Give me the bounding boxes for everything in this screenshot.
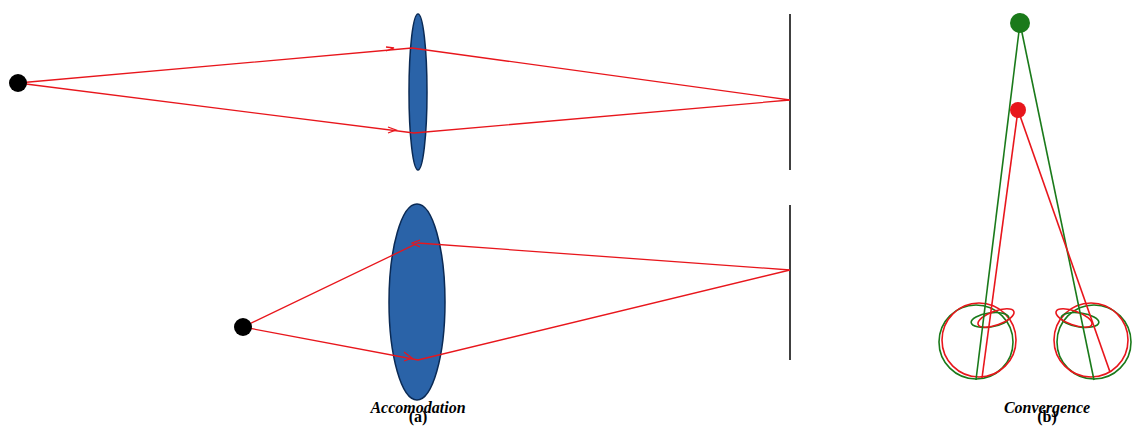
retina-line	[789, 205, 791, 360]
near-target	[1010, 102, 1026, 118]
thick-lens	[389, 204, 445, 400]
far-target	[1010, 13, 1030, 33]
thin-lens	[409, 14, 427, 170]
retina-line	[789, 14, 791, 170]
panel-letter: (b)	[1037, 409, 1057, 425]
light-rays	[18, 47, 790, 133]
far-object	[9, 74, 27, 92]
light-rays	[243, 240, 790, 361]
lines-of-sight	[976, 23, 1110, 380]
near-object	[234, 318, 252, 336]
eyes	[939, 303, 1131, 379]
panel-letter: (a)	[409, 409, 428, 425]
